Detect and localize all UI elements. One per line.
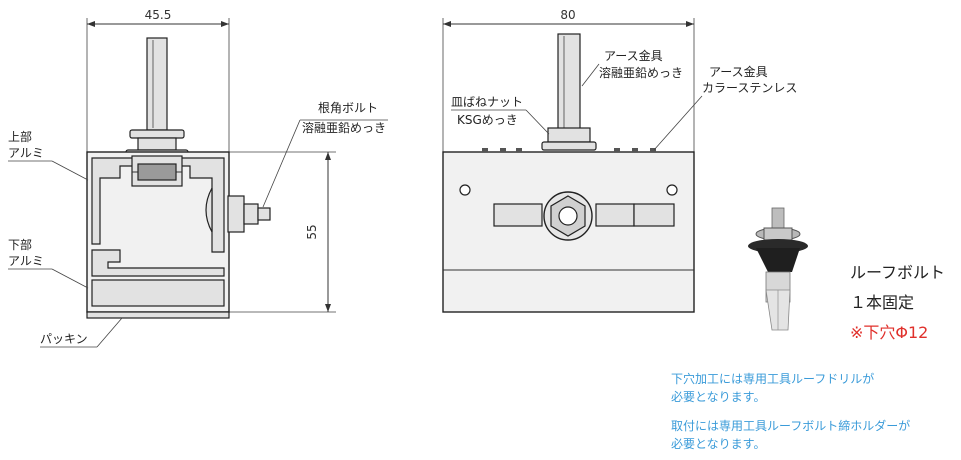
callout-upper-line2: アルミ bbox=[8, 146, 44, 160]
callout-bolt-line2: 溶融亜鉛めっき bbox=[302, 120, 386, 135]
callout-spring-nut-line1: 皿ばねナット bbox=[451, 95, 523, 109]
callout-spring-nut: 皿ばねナット KSGめっき bbox=[451, 95, 550, 135]
callout-spring-nut-line2: KSGめっき bbox=[457, 113, 518, 127]
roof-bolt-illustration bbox=[748, 207, 808, 331]
note-drill-line2: 必要となります。 bbox=[671, 390, 766, 404]
dimension-55-label: 55 bbox=[305, 224, 319, 239]
callout-packing: パッキン bbox=[40, 317, 123, 348]
note-holder-line1: 取付には専用工具ルーフボルト締ホルダーが bbox=[671, 419, 911, 433]
callout-earth-zinc: アース金具 溶融亜鉛めっき bbox=[581, 48, 683, 87]
callout-bolt: 根角ボルト 溶融亜鉛めっき bbox=[262, 101, 388, 208]
callout-packing-label: パッキン bbox=[40, 332, 88, 346]
note-drill-line1: 下穴加工には専用工具ルーフドリルが bbox=[671, 372, 875, 386]
callout-upper-aluminium: 上部 アルミ bbox=[8, 129, 89, 181]
front-bolt-shaft bbox=[557, 33, 581, 131]
callout-earth-steel-line2: カラーステンレス bbox=[702, 81, 797, 95]
dimension-80-label: 80 bbox=[560, 8, 575, 22]
front-view: 80 皿ばねナット KSGめっき bbox=[442, 8, 797, 313]
lower-aluminium-plate bbox=[91, 279, 225, 307]
note-holder-line2: 必要となります。 bbox=[671, 437, 766, 451]
callout-earth-zinc-line1: アース金具 bbox=[604, 48, 663, 63]
callout-lower-line1: 下部 bbox=[8, 237, 32, 252]
callout-lower-line2: アルミ bbox=[8, 254, 44, 268]
product-fixing: １本固定 bbox=[850, 293, 915, 312]
callout-earth-zinc-line2: 溶融亜鉛めっき bbox=[599, 65, 683, 80]
callout-earth-steel-line1: アース金具 bbox=[709, 64, 768, 79]
note-drill: 下穴加工には専用工具ルーフドリルが 必要となります。 bbox=[671, 370, 874, 406]
packing-strip bbox=[86, 311, 230, 319]
side-view: 45.5 55 bbox=[8, 8, 388, 348]
note-holder: 取付には専用工具ルーフボルト締ホルダーが 必要となります。 bbox=[671, 417, 910, 453]
callout-upper-line1: 上部 bbox=[8, 129, 32, 144]
product-hole-note: ※下穴Φ12 bbox=[850, 323, 929, 342]
bolt-shaft bbox=[146, 37, 168, 131]
callout-bolt-line1: 根角ボルト bbox=[318, 101, 378, 115]
callout-earth-steel: アース金具 カラーステンレス bbox=[653, 64, 797, 151]
callout-lower-aluminium: 下部 アルミ bbox=[8, 237, 89, 289]
product-name: ルーフボルト bbox=[850, 263, 946, 282]
dimension-45-5-label: 45.5 bbox=[145, 8, 172, 22]
